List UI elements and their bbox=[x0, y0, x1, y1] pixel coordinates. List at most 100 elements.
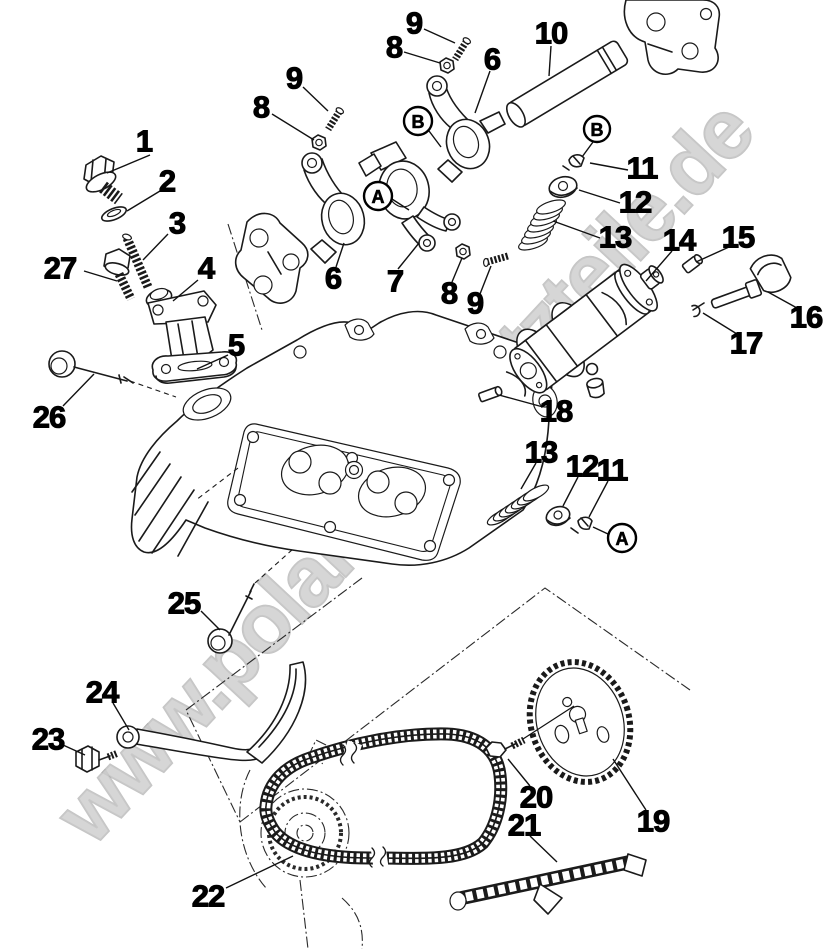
leader-line bbox=[335, 242, 345, 268]
part-number-label: 14 bbox=[663, 223, 697, 258]
part-number-label: 8 bbox=[253, 90, 270, 125]
leader-line bbox=[767, 291, 798, 309]
leader-line bbox=[225, 855, 294, 889]
part-number-label: 13 bbox=[599, 220, 632, 255]
part-number-label: 20 bbox=[520, 780, 552, 815]
valve-keeper-11-lower-drawing bbox=[570, 516, 593, 534]
sprocket-bolt-20-drawing bbox=[485, 705, 575, 758]
decompression-shaft-16-drawing bbox=[710, 254, 792, 309]
part-number-label: 8 bbox=[441, 276, 458, 311]
leader-line bbox=[423, 28, 456, 44]
part-number-label: 3 bbox=[169, 206, 186, 241]
camshaft-14-drawing bbox=[505, 263, 664, 397]
cam-chain-22-drawing bbox=[259, 727, 508, 869]
letter-marker-circle bbox=[606, 522, 638, 554]
flange-plug-bolt-1-drawing bbox=[83, 155, 123, 205]
part-number-label: 2 bbox=[159, 164, 175, 199]
leader-lines bbox=[62, 28, 798, 889]
rocker-arm-left-6-drawing bbox=[301, 152, 366, 264]
part-number-label: 15 bbox=[722, 220, 755, 255]
chain-guide-24-drawing bbox=[116, 661, 307, 764]
part-number-label: 26 bbox=[33, 400, 66, 435]
crankshaft-sprocket-phantom-drawing bbox=[239, 739, 363, 949]
leader-line bbox=[451, 257, 463, 283]
tensioner-blade-21-drawing bbox=[449, 853, 647, 915]
part-number-label: 6 bbox=[325, 261, 342, 296]
chain-break-marks bbox=[339, 740, 389, 869]
valve-spring-13-right-drawing bbox=[518, 199, 566, 251]
part-number-label: 19 bbox=[637, 804, 670, 839]
part-number-label: 10 bbox=[535, 16, 567, 51]
letter-marker-circle bbox=[402, 105, 434, 137]
spring-retainer-12-lower-drawing bbox=[545, 505, 571, 527]
leader-line bbox=[112, 702, 130, 731]
cam-sprocket-19-drawing bbox=[526, 659, 634, 785]
rocker-arm-top-6-drawing bbox=[426, 75, 506, 183]
flange-bolt-27-drawing bbox=[103, 248, 136, 301]
part-number-label: 7 bbox=[387, 264, 403, 299]
part-number-label: 25 bbox=[168, 586, 201, 621]
part-number-label: 22 bbox=[192, 879, 224, 914]
cylinder-head-drawing bbox=[129, 310, 558, 584]
upper-bracket-drawing bbox=[623, 0, 721, 76]
leader-line bbox=[403, 51, 441, 64]
leader-line bbox=[271, 113, 315, 141]
adjuster-screw-9-lower-drawing bbox=[483, 252, 509, 268]
valve-keeper-11-right-drawing bbox=[562, 154, 585, 171]
valve-spring-13-lower-drawing bbox=[486, 484, 550, 526]
leader-line bbox=[592, 526, 609, 535]
leader-line bbox=[142, 233, 169, 261]
rocker-arm-center-7-drawing bbox=[358, 141, 461, 252]
exhaust-valve-25-drawing bbox=[207, 583, 255, 654]
intake-valve-26-drawing bbox=[48, 350, 134, 384]
leader-line bbox=[702, 312, 738, 335]
letter-marker-label: B bbox=[412, 112, 425, 132]
part-number-label: 8 bbox=[386, 30, 403, 65]
part-number-label: 24 bbox=[86, 675, 120, 710]
leader-line bbox=[200, 610, 221, 631]
part-number-label: 16 bbox=[790, 300, 823, 335]
spring-retainer-12-right-drawing bbox=[548, 175, 578, 199]
adjuster-screw-9-top-drawing bbox=[452, 37, 472, 62]
leader-line bbox=[562, 476, 579, 507]
locknut-8-lower-drawing bbox=[455, 243, 471, 260]
letter-marker-label: B bbox=[591, 120, 604, 140]
letter-marker-label: A bbox=[616, 529, 629, 549]
leader-line bbox=[520, 462, 537, 490]
part-number-label: 5 bbox=[228, 328, 245, 363]
leader-line bbox=[428, 130, 442, 148]
part-number-label: 9 bbox=[406, 6, 423, 41]
part-number-label: 17 bbox=[730, 326, 762, 361]
leader-line bbox=[581, 141, 594, 158]
adjuster-screw-9-left-drawing bbox=[325, 107, 345, 132]
leader-line bbox=[172, 279, 199, 302]
leader-line bbox=[612, 758, 647, 811]
rocker-shaft-10-drawing bbox=[505, 40, 629, 128]
part-number-label: 9 bbox=[286, 61, 303, 96]
part-number-label: 9 bbox=[467, 286, 484, 321]
dowel-pin-15-drawing bbox=[681, 254, 704, 274]
leader-line bbox=[695, 246, 730, 263]
leader-line bbox=[645, 250, 673, 282]
part-number-label: 4 bbox=[198, 251, 216, 286]
leader-line bbox=[589, 162, 629, 171]
part-number-label: 11 bbox=[627, 151, 659, 186]
leader-line bbox=[588, 480, 609, 518]
leader-line bbox=[391, 198, 410, 211]
part-number-label: 13 bbox=[525, 435, 558, 470]
pivot-bolt-23-drawing bbox=[75, 745, 120, 773]
check-ball-drawing bbox=[585, 362, 599, 376]
gasket-5-drawing bbox=[151, 351, 238, 384]
part-number-label: 27 bbox=[44, 251, 76, 286]
leader-line bbox=[507, 758, 531, 787]
part-number-label: 12 bbox=[619, 185, 651, 220]
leader-line bbox=[548, 45, 552, 77]
camshaft-bracket-drawing bbox=[234, 212, 309, 304]
part-number-label: 23 bbox=[32, 722, 65, 757]
leader-line bbox=[196, 354, 229, 370]
leader-line bbox=[479, 265, 492, 295]
part-number-label: 11 bbox=[597, 453, 629, 488]
